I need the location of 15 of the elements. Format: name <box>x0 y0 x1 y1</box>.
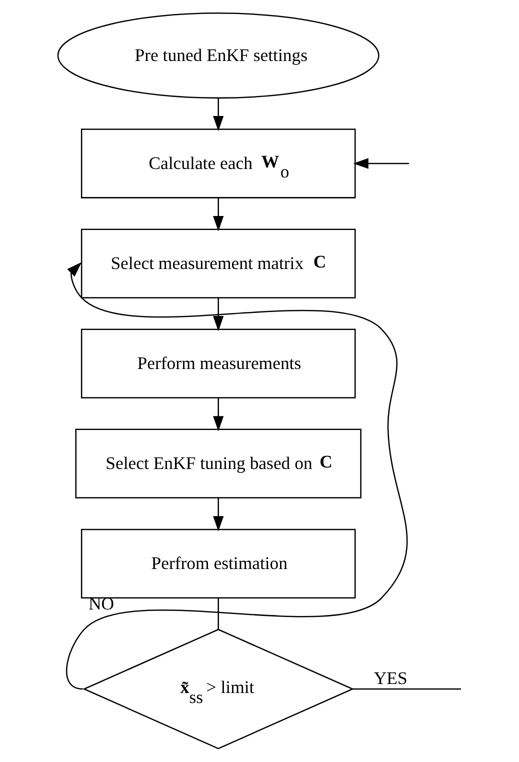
arrow <box>212 198 224 232</box>
node-box: Perfrom estimation <box>80 528 356 598</box>
node-box: Select EnKF tuning based on C <box>74 428 361 498</box>
node-ellipse: Pre tuned EnKF settings <box>56 12 379 99</box>
arrow <box>212 498 224 532</box>
arrow <box>66 262 408 690</box>
node-box: Perform measurements <box>80 328 356 398</box>
node-box: Select measurement matrix C <box>80 228 356 298</box>
connector <box>352 688 461 690</box>
edge-label: YES <box>373 668 407 688</box>
connector <box>217 598 218 630</box>
arrow <box>212 98 224 132</box>
arrow <box>212 398 224 432</box>
arrow <box>212 298 224 332</box>
arrow <box>352 158 409 169</box>
